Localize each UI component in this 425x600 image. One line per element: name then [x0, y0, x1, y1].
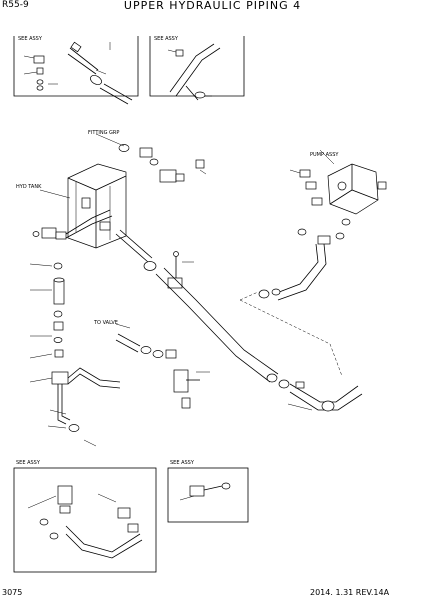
o-ring: [36, 85, 44, 91]
hose-clamp: [90, 75, 102, 85]
upper-center-fittings: [95, 133, 207, 263]
inset-detail-top-middle: [149, 36, 245, 101]
bolt-head: [173, 251, 179, 257]
fitting: [53, 321, 64, 331]
hose-band: [266, 373, 278, 383]
valve-body: [57, 485, 73, 505]
fitting: [311, 197, 323, 206]
o-ring: [53, 310, 63, 318]
o-ring: [53, 262, 63, 270]
hose-band: [143, 261, 157, 271]
tee-fitting: [41, 227, 57, 239]
bracket: [167, 277, 183, 289]
clamp: [118, 144, 130, 152]
inset-detail-bottom-right: [167, 467, 249, 523]
left-fittings-cluster: [29, 209, 121, 429]
port-plate: [81, 197, 91, 209]
adapter: [55, 231, 67, 240]
swivel-block: [51, 371, 69, 385]
inset-detail-bottom-left: [13, 467, 157, 573]
fitting: [175, 49, 184, 57]
revision-stamp: 2014. 1.31 REV.14A: [310, 588, 390, 597]
svg-text:SEE ASSY: SEE ASSY: [18, 36, 43, 42]
svg-text:TO VALVE: TO VALVE: [93, 320, 118, 326]
drain-line-left: [49, 409, 97, 447]
page-number: 3075: [2, 588, 23, 597]
fitting: [299, 169, 311, 178]
pump-valve-cluster-right: [289, 149, 387, 245]
fitting: [59, 505, 71, 514]
bolt: [195, 159, 205, 169]
page-title: UPPER HYDRAULIC PIPING 4: [123, 0, 302, 12]
drain-hose-lower-right: [278, 379, 363, 412]
connector: [70, 41, 82, 53]
svg-text:HYD TANK: HYD TANK: [16, 184, 42, 190]
svg-text:SEE ASSY: SEE ASSY: [154, 36, 179, 42]
elbow: [317, 235, 331, 245]
valve-body: [189, 485, 205, 497]
port-plate: [99, 221, 111, 231]
elbow: [127, 523, 139, 533]
fitting: [139, 147, 153, 158]
lower-center-fittings: [115, 323, 210, 409]
svg-text:SEE ASSY: SEE ASSY: [16, 460, 41, 466]
fitting: [36, 67, 44, 75]
o-ring: [32, 231, 40, 237]
fitting: [377, 181, 387, 190]
fitting: [305, 181, 317, 190]
clamp: [194, 91, 206, 99]
valve-stack: [173, 369, 189, 393]
model-code: R55-9: [2, 0, 29, 10]
fitting: [165, 349, 177, 359]
hose-band: [152, 350, 164, 358]
hose-band: [258, 289, 270, 299]
main-return-hose: [155, 267, 279, 383]
elbow: [175, 173, 185, 182]
washer: [53, 337, 63, 343]
fitting: [181, 397, 191, 409]
inset-detail-top-left: [13, 36, 139, 105]
svg-text:FITTING GRP: FITTING GRP: [88, 130, 119, 136]
svg-text:SEE ASSY: SEE ASSY: [170, 460, 195, 466]
hydraulic-tank-assembly: [39, 163, 127, 249]
center-clamp-assembly: [143, 251, 194, 289]
suction-hose-right: [239, 243, 343, 377]
filter-element: [53, 279, 65, 305]
bracket: [117, 507, 131, 519]
svg-text:PUMP ASSY: PUMP ASSY: [310, 152, 339, 158]
o-ring: [149, 158, 159, 166]
connector-block: [159, 169, 177, 183]
fitting: [54, 349, 64, 358]
callout-markers: SEE ASSY SEE ASSY FITTING GRP HYD TANK P…: [16, 36, 339, 466]
valve-block: [33, 55, 45, 64]
o-ring: [36, 79, 44, 85]
hose-band: [278, 379, 290, 389]
fitting: [295, 381, 305, 389]
